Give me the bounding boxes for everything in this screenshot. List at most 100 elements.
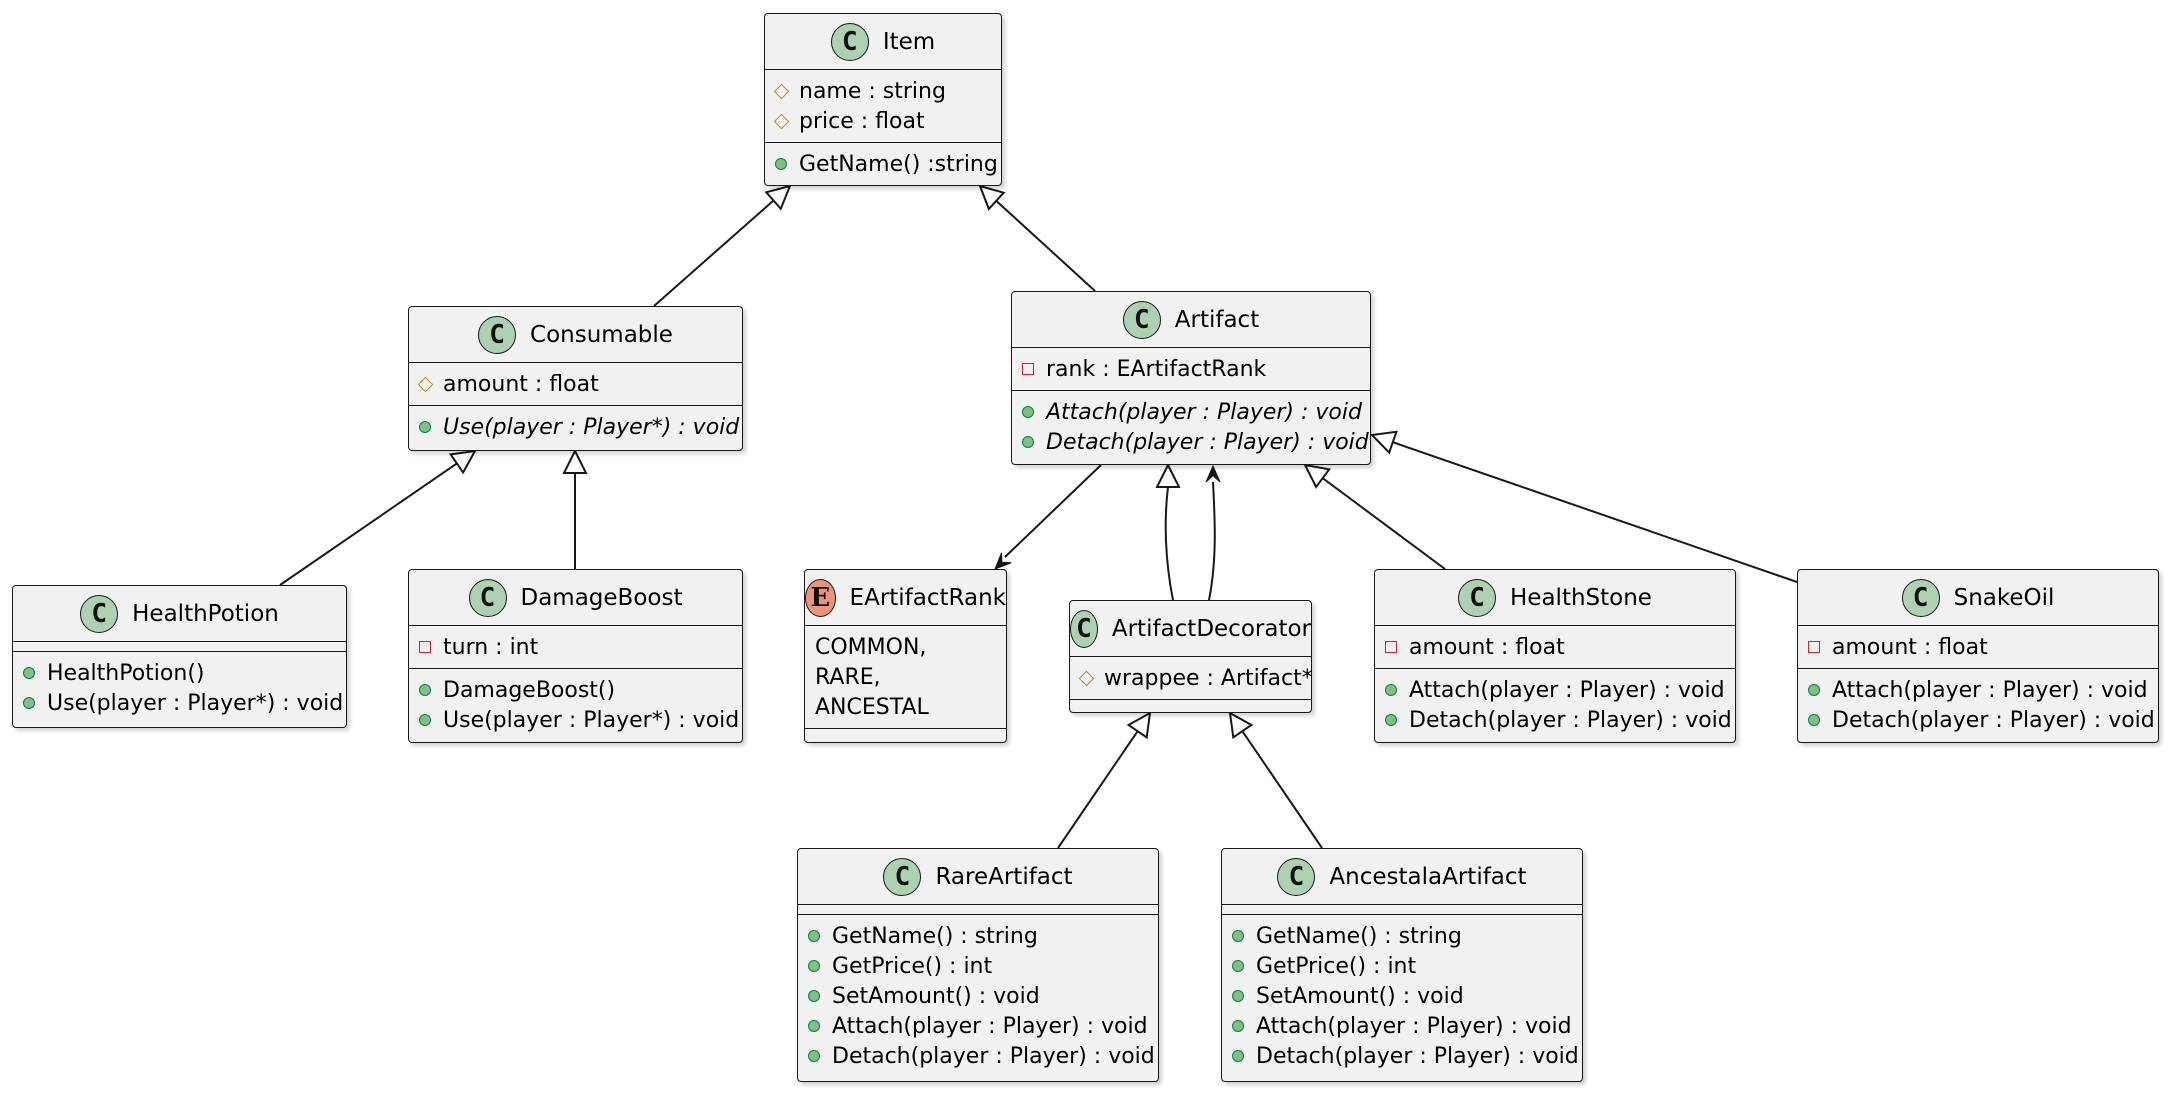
public-visibility-icon	[1022, 436, 1034, 448]
attributes-section: amount : float	[1798, 626, 2158, 668]
member-text: Detach(player : Player) : void	[1046, 429, 1369, 455]
member-text: Use(player : Player*) : void	[443, 707, 740, 733]
member-text: Attach(player : Player) : void	[832, 1013, 1148, 1039]
divider	[1798, 668, 2158, 669]
public-visibility-icon	[1232, 990, 1244, 1002]
edge-consumable-item-arrowhead	[764, 184, 792, 211]
edge-damageboost-consumable-arrowhead	[562, 448, 588, 474]
attribute: amount : float	[409, 369, 742, 399]
methods-section: DamageBoost() Use(player : Player*) : voi…	[409, 669, 742, 741]
enum-value: RARE,	[805, 662, 1006, 692]
member-text: DamageBoost()	[443, 677, 616, 703]
member-text: Attach(player : Player) : void	[1832, 677, 2148, 703]
public-visibility-icon	[419, 714, 431, 726]
member-text: amount : float	[1409, 634, 1565, 660]
member-text: SetAmount() : void	[1256, 983, 1464, 1009]
method: DamageBoost()	[409, 675, 742, 705]
attribute: turn : int	[409, 632, 742, 662]
attributes-section: turn : int	[409, 626, 742, 668]
member-text: GetName() : string	[1256, 923, 1462, 949]
class-name: SnakeOil	[1953, 584, 2055, 611]
member-text: turn : int	[443, 634, 539, 660]
method: Use(player : Player*) : void	[409, 412, 742, 442]
member-text: amount : float	[443, 371, 599, 397]
class-name: AncestalaArtifact	[1329, 863, 1527, 890]
class-name: ArtifactDecorator	[1111, 615, 1311, 642]
attribute: wrappee : Artifact*	[1070, 663, 1313, 693]
protected-visibility-icon	[773, 113, 790, 129]
divider	[805, 728, 1006, 729]
public-visibility-icon	[23, 667, 35, 679]
member-text: GetName() : string	[832, 923, 1038, 949]
public-visibility-icon	[1385, 684, 1397, 696]
class-stereotype-icon: C	[468, 578, 507, 617]
member-text: wrappee : Artifact*	[1104, 665, 1313, 691]
attribute: rank : EArtifactRank	[1012, 354, 1370, 384]
method: Attach(player : Player) : void	[798, 1011, 1158, 1041]
class-name: DamageBoost	[520, 584, 683, 611]
class-name: Item	[882, 28, 936, 55]
member-text: GetPrice() : int	[1256, 953, 1417, 979]
method: Detach(player : Player) : void	[1798, 705, 2158, 735]
public-visibility-icon	[1232, 930, 1244, 942]
divider	[1798, 625, 2158, 626]
member-text: price : float	[799, 108, 925, 134]
method: HealthPotion()	[13, 658, 346, 688]
member-text: Attach(player : Player) : void	[1409, 677, 1725, 703]
divider	[798, 904, 1158, 905]
public-visibility-icon	[1232, 1020, 1244, 1032]
divider	[1012, 347, 1370, 348]
member-text: rank : EArtifactRank	[1046, 356, 1267, 382]
divider	[765, 69, 1001, 70]
member-text: Attach(player : Player) : void	[1256, 1013, 1572, 1039]
member-text: COMMON,	[815, 634, 927, 660]
attributes-section	[1222, 905, 1582, 914]
private-visibility-icon	[1808, 641, 1820, 653]
public-visibility-icon	[1022, 406, 1034, 418]
class-name: HealthStone	[1510, 584, 1652, 611]
member-text: Detach(player : Player) : void	[1256, 1043, 1579, 1069]
edge-artifact-rank-arrowhead	[994, 552, 1012, 570]
protected-visibility-icon	[1078, 670, 1095, 686]
methods-section: Use(player : Player*) : void	[409, 406, 742, 448]
divider	[1375, 668, 1735, 669]
attributes-section	[13, 642, 346, 651]
protected-visibility-icon	[773, 83, 790, 99]
class-stereotype-icon: C	[1277, 857, 1316, 896]
divider	[798, 914, 1158, 915]
edge-snakeoil-artifact-arrowhead	[1369, 430, 1398, 455]
method: GetPrice() : int	[798, 951, 1158, 981]
edge-healthstone-artifact-arrowhead	[1303, 463, 1331, 489]
enum-value: COMMON,	[805, 632, 1006, 662]
attributes-section: wrappee : Artifact*	[1070, 657, 1313, 699]
class-header: C AncestalaArtifact	[1222, 849, 1582, 904]
public-visibility-icon	[1232, 960, 1244, 972]
public-visibility-icon	[419, 684, 431, 696]
method: Use(player : Player*) : void	[409, 705, 742, 735]
public-visibility-icon	[808, 1020, 820, 1032]
method: Attach(player : Player) : void	[1222, 1011, 1582, 1041]
attributes-section: COMMON,RARE,ANCESTAL	[805, 626, 1006, 728]
divider	[805, 625, 1006, 626]
edge-healthpotion-consumable-arrowhead	[448, 449, 477, 475]
class-header: C DamageBoost	[409, 570, 742, 625]
